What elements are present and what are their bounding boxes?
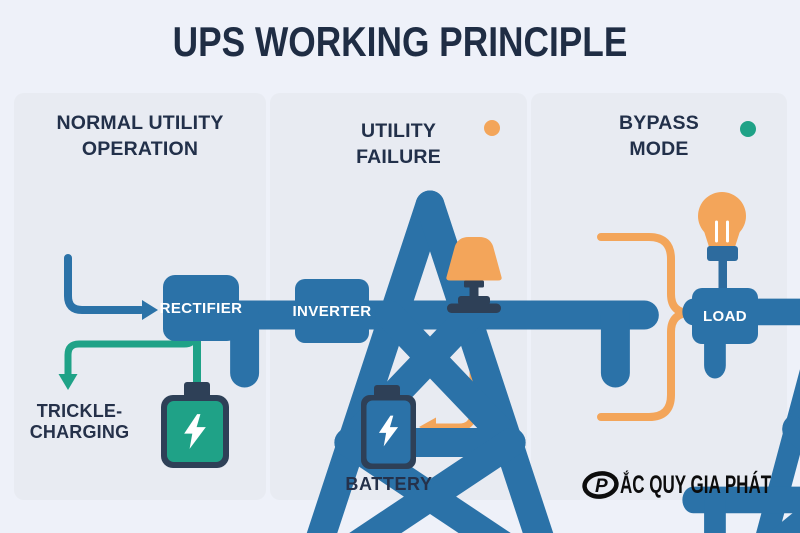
battery-label: BATTERY	[345, 474, 433, 494]
failure-mode-dot	[484, 120, 500, 136]
brand-logo-icon: P	[582, 471, 619, 499]
svg-text:P: P	[595, 476, 608, 497]
lamp-icon	[446, 237, 502, 313]
load-node: LOAD	[692, 288, 758, 344]
arrowhead-to-rectifier	[142, 300, 158, 320]
trickle-charging-label: TRICKLE- CHARGING	[29, 401, 130, 443]
wire-bypass-bottom	[597, 309, 694, 421]
panel-failure-title: UTILITY FAILURE	[356, 120, 441, 168]
bypass-mode-dot	[740, 121, 756, 137]
brand: P ẮC QUY GIA PHÁT	[582, 470, 800, 500]
battery-charging-icon	[161, 382, 229, 468]
panel-normal-title: NORMAL UTILITY OPERATION	[56, 112, 224, 160]
panel-bypass-title: BYPASS MODE	[619, 112, 699, 160]
light-bulb-icon	[698, 192, 746, 292]
inverter-node: INVERTER	[292, 279, 371, 343]
bulb-filament	[715, 220, 729, 243]
arrowhead-trickle	[58, 374, 78, 390]
wire-utility-to-rectifier	[64, 254, 145, 314]
lamp-shade	[446, 237, 502, 281]
battery-backup-icon	[361, 385, 416, 469]
brand-name: ẮC QUY GIA PHÁT	[620, 470, 772, 499]
page-title: UPS WORKING PRINCIPLE	[172, 18, 628, 65]
rectifier-node: RECTIFIER	[160, 275, 242, 341]
